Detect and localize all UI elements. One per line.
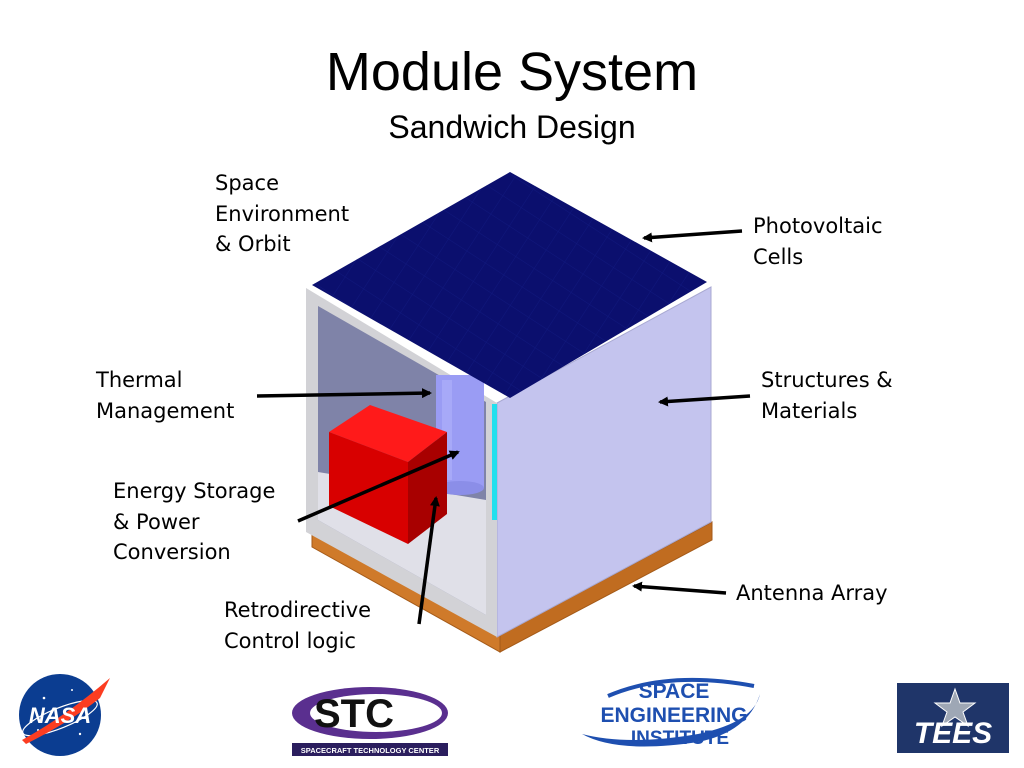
slide-subtitle: Sandwich Design [388,109,636,145]
label-line: & Orbit [215,232,291,256]
tees-logo-text: TEES [914,717,992,750]
arrow-group [256,229,751,625]
battery-cube [329,405,447,544]
arrow-thermal [256,388,432,399]
sei-logo: SPACE ENGINEERING INSTITUTE [582,677,760,749]
nasa-logo: NASA [19,674,110,756]
label-line: Materials [761,398,858,423]
label-line: & Power [113,509,200,534]
arrow-energy-storage [297,450,460,523]
arrow-antenna [632,581,727,595]
label-line: Thermal [96,368,183,392]
label-line: Control logic [224,628,356,653]
star-icon [933,687,977,728]
label-photovoltaic: Photovoltaic Cells [753,211,883,272]
arrow-structures [658,394,751,407]
label-line: Conversion [113,540,231,564]
label-line: Energy Storage [113,479,276,503]
label-antenna: Antenna Array [736,578,888,609]
label-line: Photovoltaic [753,214,883,238]
sei-logo-line1: SPACE [639,680,710,703]
label-line: Structures & [761,368,893,392]
label-space-environment: Space Environment & Orbit [215,168,349,260]
stc-logo-text: STC [314,692,394,736]
label-retrodirective: Retrodirective Control logic [224,595,371,656]
label-line: Antenna Array [736,581,888,605]
label-line: Cells [753,244,804,269]
sei-logo-line3: INSTITUTE [631,728,729,749]
tees-logo: TEES [897,683,1009,753]
label-line: Management [96,398,235,423]
label-thermal: Thermal Management [96,365,234,426]
heat-pipe [492,404,497,520]
label-energy-storage: Energy Storage & Power Conversion [113,476,275,568]
sei-logo-line2: ENGINEERING [600,704,747,727]
photovoltaic-top-panel [312,172,707,398]
label-line: Retrodirective [224,598,372,622]
stc-logo-subtitle: SPACECRAFT TECHNOLOGY CENTER [301,746,440,755]
slide-title: Module System [325,42,699,102]
stc-logo: STC SPACECRAFT TECHNOLOGY CENTER [292,687,448,756]
label-line: Space [215,171,279,195]
label-structures: Structures & Materials [761,365,893,426]
nasa-logo-text: NASA [29,703,91,728]
arrow-retrodirective [417,496,440,625]
arrow-photovoltaic [642,229,743,243]
label-line: Environment [215,201,350,226]
